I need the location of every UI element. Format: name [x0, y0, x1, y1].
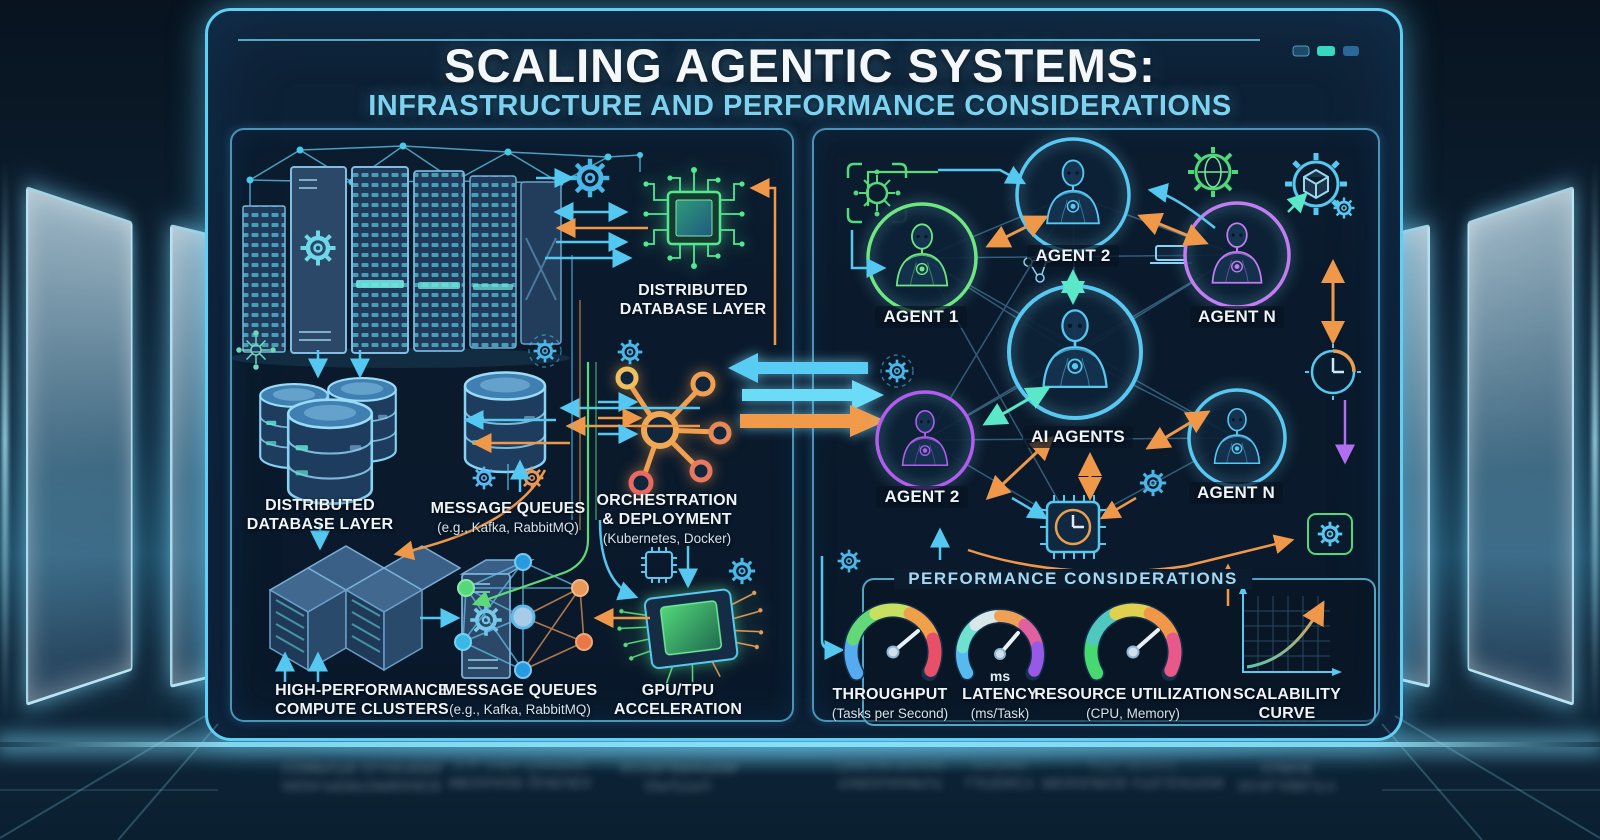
infrastructure-panel — [230, 128, 794, 722]
reflection-gpu-tpu: GPU/TPU ACCELERATION — [596, 758, 761, 794]
label-scalability-curve: SCALABILITY CURVE — [1222, 686, 1352, 724]
label-agent-1: AGENT 1 — [861, 306, 981, 328]
label-agent-n-bottom: AGENT N — [1176, 482, 1296, 504]
reflection-resource-utilization: RESOURCE UTILIZATION (CPU, Memory) — [1016, 758, 1251, 791]
label-database-chip: DISTRIBUTED DATABASE LAYER — [606, 282, 781, 320]
glass-panel-right-outer — [1468, 186, 1574, 706]
label-resource-utilization: RESOURCE UTILIZATION (CPU, Memory) — [1016, 686, 1251, 722]
label-message-queues-db: MESSAGE QUEUES (e.g., Kafka, RabbitMQ) — [401, 500, 616, 536]
label-gpu-tpu: GPU/TPU ACCELERATION — [596, 682, 761, 720]
glass-panel-left-outer — [26, 186, 132, 706]
label-ai-agents: AI AGENTS — [1008, 426, 1148, 448]
label-agent-2-bottom: AGENT 2 — [862, 486, 982, 508]
performance-section-title: PERFORMANCE CONSIDERATIONS — [894, 569, 1252, 589]
page-title: SCALING AGENTIC SYSTEMS: — [444, 38, 1156, 93]
corridor-edge-glow-right — [1592, 160, 1598, 720]
reflection-scalability: SCALABILITY CURVE — [1222, 758, 1352, 794]
label-orchestration: ORCHESTRATION & DEPLOYMENT (Kubernetes, … — [590, 492, 745, 547]
corridor-edge-glow-left — [2, 160, 8, 720]
label-database-cluster: DISTRIBUTED DATABASE LAYER — [223, 497, 418, 535]
page-subtitle: INFRASTRUCTURE AND PERFORMANCE CONSIDERA… — [368, 90, 1232, 123]
label-agent-n-right: AGENT N — [1177, 306, 1297, 328]
label-agent-2-top: AGENT 2 — [1013, 245, 1133, 267]
